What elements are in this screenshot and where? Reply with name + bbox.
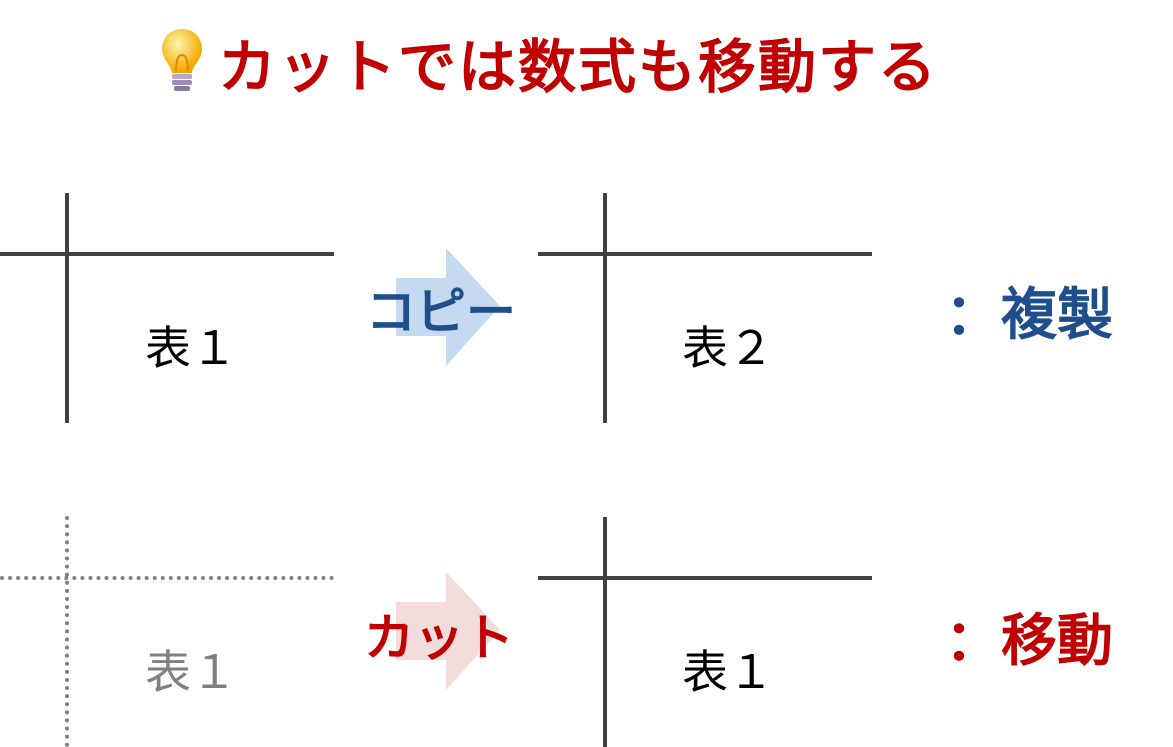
cut-result-label: ：移動	[945, 609, 1113, 674]
cut-action-label: カット	[364, 609, 514, 667]
title-text: カットでは数式も移動する	[218, 33, 939, 101]
target-table-label: 表２	[682, 321, 774, 375]
slide-title: カットでは数式も移動する	[160, 22, 938, 102]
source-table-label-faded: 表１	[145, 645, 237, 699]
target-table-label: 表１	[682, 645, 774, 699]
copy-action-label: コピー	[366, 283, 516, 341]
copy-result-label: ：複製	[945, 283, 1113, 348]
lightbulb-icon	[160, 27, 204, 97]
copy-arrow-icon	[396, 248, 500, 366]
source-table-label: 表１	[145, 321, 237, 375]
cut-arrow-icon	[396, 572, 500, 690]
